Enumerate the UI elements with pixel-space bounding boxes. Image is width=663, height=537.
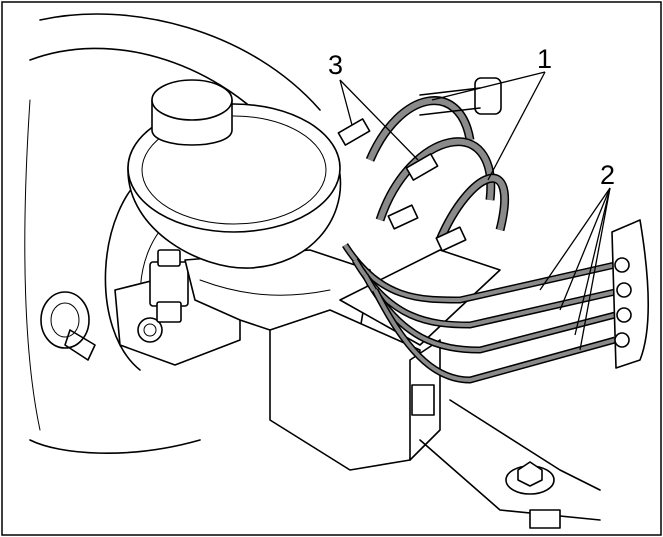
leader-3a [339,79,353,126]
upper-brake-pipes [365,96,509,242]
lower-bracket [419,399,601,529]
leader-2b [559,187,611,311]
leader-2a [539,187,611,291]
leader-3b [339,79,419,161]
callout-2-label: 2 [600,160,615,190]
reservoir-cap [151,79,233,146]
callout-1-label: 1 [537,44,552,74]
callout-3-label: 3 [328,50,343,80]
junction-block [611,219,650,369]
booster-stud [40,291,96,361]
sensor-connector [149,249,189,323]
leader-2c [574,187,611,336]
banjo-tube [419,77,502,116]
leader-2d [579,187,611,351]
pipe-fittings [337,118,467,252]
lower-brake-pipes [342,243,616,384]
leader-1a [431,71,546,101]
callout-leaders [339,71,611,351]
leader-1b [487,71,546,181]
